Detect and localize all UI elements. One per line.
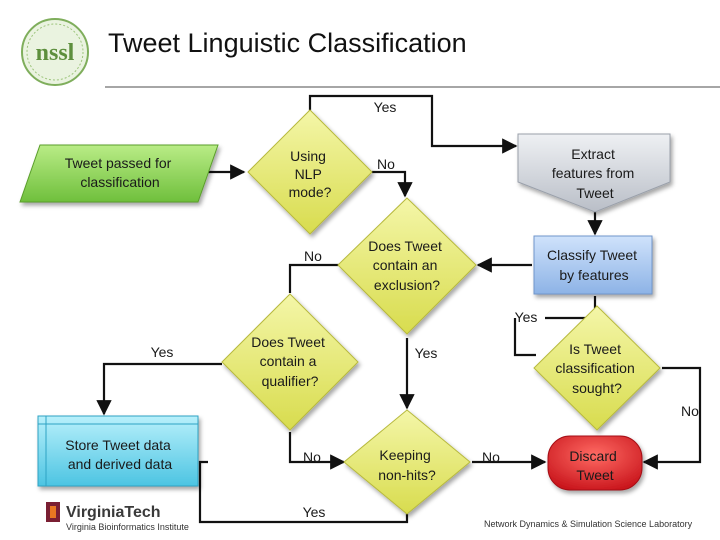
label-classify-yes: Yes (515, 309, 538, 325)
node-start (19, 144, 219, 203)
node-keeping-line-1: Keeping (379, 447, 430, 463)
svg-text:Does Tweet contain a q: Does Tweet contain a qualifier? (251, 334, 329, 389)
node-qualifier-line-2: contain a (260, 353, 317, 369)
label-qual-no: No (303, 449, 321, 465)
node-extract-line-3: Tweet (576, 185, 613, 201)
node-exclusion-line-2: contain an (373, 257, 438, 273)
node-discard (547, 435, 643, 491)
node-extract-line-2: features from (552, 165, 634, 181)
edge-qual-yes (96, 362, 222, 416)
label-nlp-no: No (377, 156, 395, 172)
lab-name: Network Dynamics & Simulation Science La… (484, 519, 693, 529)
node-extract (517, 133, 671, 213)
svg-text:Tweet passed for classific: Tweet passed for classification (65, 155, 176, 190)
node-sought-line-2: classification (555, 360, 634, 376)
logo-text: nssl (36, 40, 75, 66)
label-sought-no: No (681, 403, 699, 419)
node-keeping-line-2: non-hits? (378, 467, 436, 483)
edge-sought-no (642, 366, 702, 470)
node-qualifier-line-1: Does Tweet (251, 334, 325, 350)
node-discard-line-1: Discard (569, 448, 616, 464)
node-qualifier-line-3: qualifier? (262, 373, 319, 389)
nssl-logo: nssl (21, 18, 89, 86)
node-sought (533, 305, 661, 431)
page-title: Tweet Linguistic Classification (108, 28, 467, 58)
svg-text:Does Tweet contain an: Does Tweet contain an exclusion? (368, 238, 446, 293)
node-nlp-line-1: Using (290, 148, 326, 164)
node-sought-line-3: sought? (572, 380, 622, 396)
node-qualifier (221, 293, 359, 431)
label-qual-yes: Yes (151, 344, 174, 360)
label-excl-no: No (304, 248, 322, 264)
label-excl-yes: Yes (415, 345, 438, 361)
edge-keep-yes (198, 460, 409, 524)
edge-excl-no (288, 263, 340, 293)
label-keep-yes: Yes (303, 504, 326, 520)
svg-text:Is Tweet classification: Is Tweet classification sought? (555, 341, 638, 396)
edge-nlp-yes (308, 94, 518, 154)
edge-to-sought (513, 318, 536, 357)
svg-text:Extract features from: Extract features from Tweet (552, 146, 638, 201)
node-sought-line-1: Is Tweet (569, 341, 621, 357)
edge-nlp-no (372, 170, 413, 198)
svg-text:Store Tweet data and deriv: Store Tweet data and derived data (65, 437, 174, 472)
node-classify (533, 235, 653, 295)
node-nlp-mode (247, 109, 373, 235)
node-store-line-2: and derived data (68, 456, 173, 472)
svg-text:Using NLP mode?: Using NLP mode? (289, 148, 332, 200)
node-nlp-line-2: NLP (295, 166, 322, 182)
node-classify-line-1: Classify Tweet (547, 247, 637, 263)
svg-text:Keeping non-hits?: Keeping non-hits? (378, 447, 436, 483)
node-store-line-1: Store Tweet data (65, 437, 171, 453)
node-exclusion (337, 197, 477, 335)
node-store (37, 415, 199, 487)
edges (96, 94, 702, 524)
node-classify-line-2: by features (559, 267, 628, 283)
node-start-line-1: Tweet passed for (65, 155, 172, 171)
node-exclusion-line-3: exclusion? (374, 277, 440, 293)
node-extract-line-1: Extract (571, 146, 615, 162)
label-nlp-yes: Yes (374, 99, 397, 115)
edge-qual-no (288, 432, 346, 470)
node-exclusion-line-1: Does Tweet (368, 238, 442, 254)
vt-org-name: VirginiaTech (66, 504, 161, 521)
footer-virginia-tech: VirginiaTech Virginia Bioinformatics Ins… (46, 502, 189, 532)
node-discard-line-2: Tweet (576, 467, 613, 483)
svg-text:Classify Tweet by features: Classify Tweet by features (547, 247, 641, 283)
node-keeping (343, 409, 471, 515)
svg-text:Discard Tweet: Discard Tweet (569, 448, 620, 483)
label-keep-no: No (482, 449, 500, 465)
node-start-line-2: classification (80, 174, 159, 190)
node-nlp-line-3: mode? (289, 184, 332, 200)
vt-sub-name: Virginia Bioinformatics Institute (66, 522, 189, 532)
